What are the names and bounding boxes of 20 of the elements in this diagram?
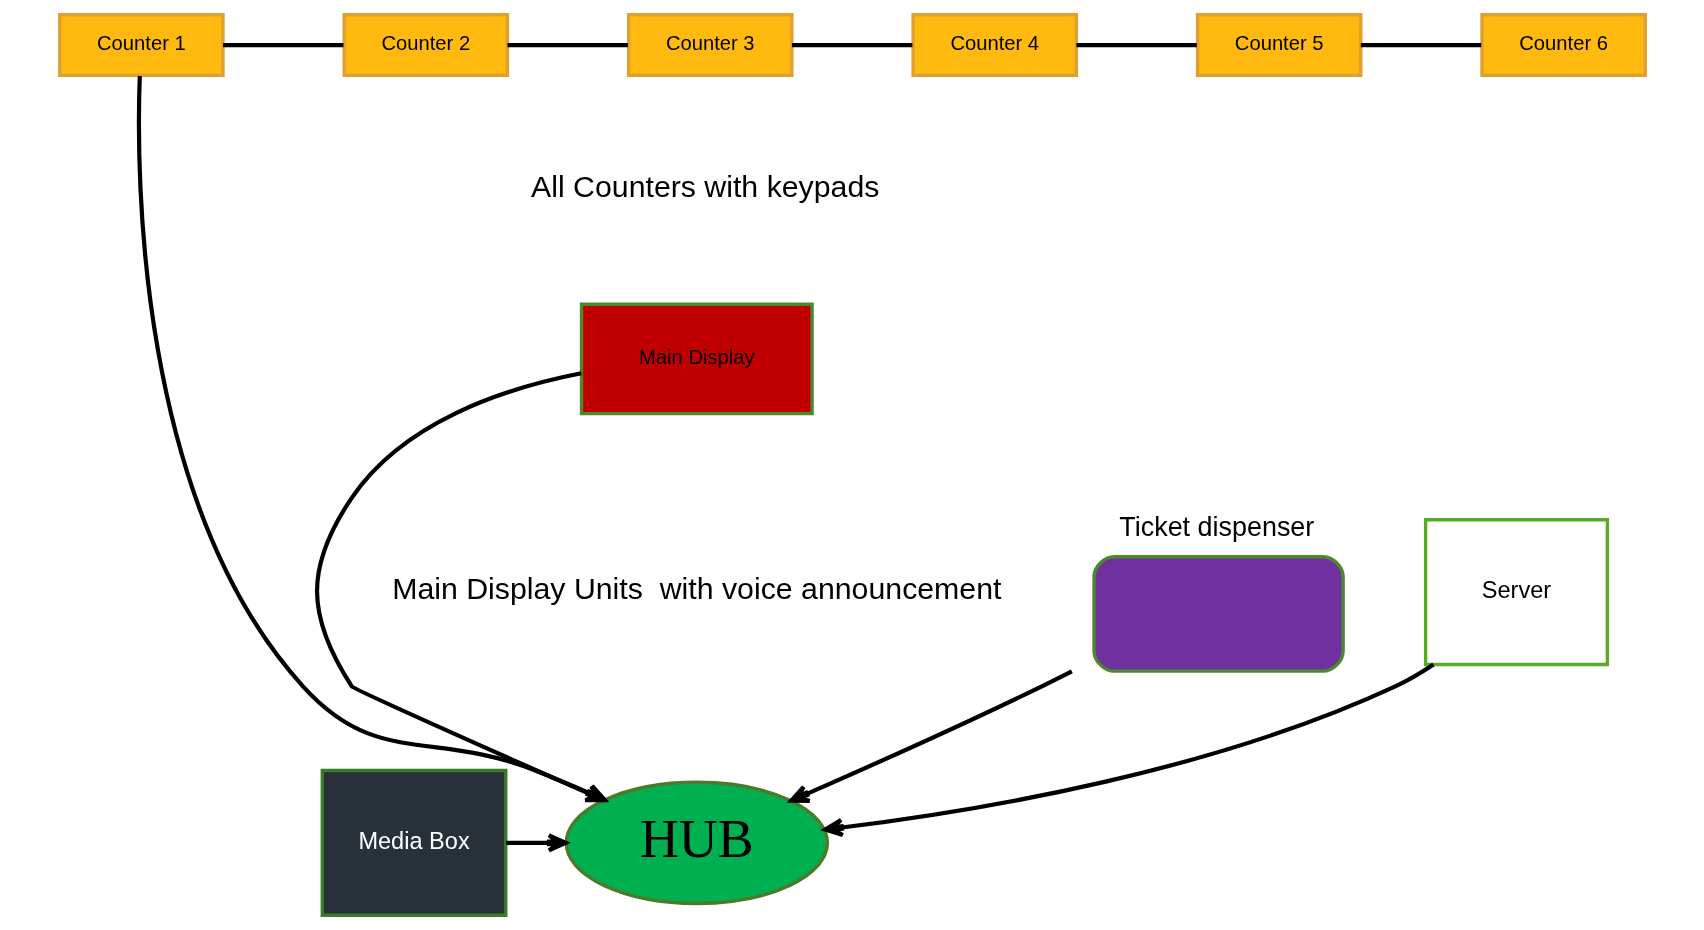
label: Main Display Units with voice announcement	[391, 572, 1001, 606]
connector	[791, 42, 912, 48]
node-box: Media Box	[320, 768, 507, 917]
node-label: Ticket dispenser	[1118, 512, 1314, 543]
node-box: Counter 3	[626, 13, 794, 78]
connector	[1360, 42, 1481, 48]
arrow	[788, 669, 1073, 803]
connector	[1075, 42, 1197, 48]
connector	[222, 42, 343, 48]
node-box: Counter 6	[1479, 13, 1647, 78]
node-box: Counter 5	[1195, 13, 1362, 78]
arrow	[822, 662, 1435, 838]
node-box: Counter 1	[57, 13, 225, 78]
arrow	[505, 833, 568, 853]
connector	[507, 42, 628, 48]
node-box: Counter 4	[910, 13, 1078, 78]
node-box: Server	[1423, 518, 1609, 667]
node-box: Counter 2	[342, 13, 509, 78]
label: All Counters with keypads	[530, 170, 879, 204]
node-box: Main Display	[579, 302, 814, 416]
